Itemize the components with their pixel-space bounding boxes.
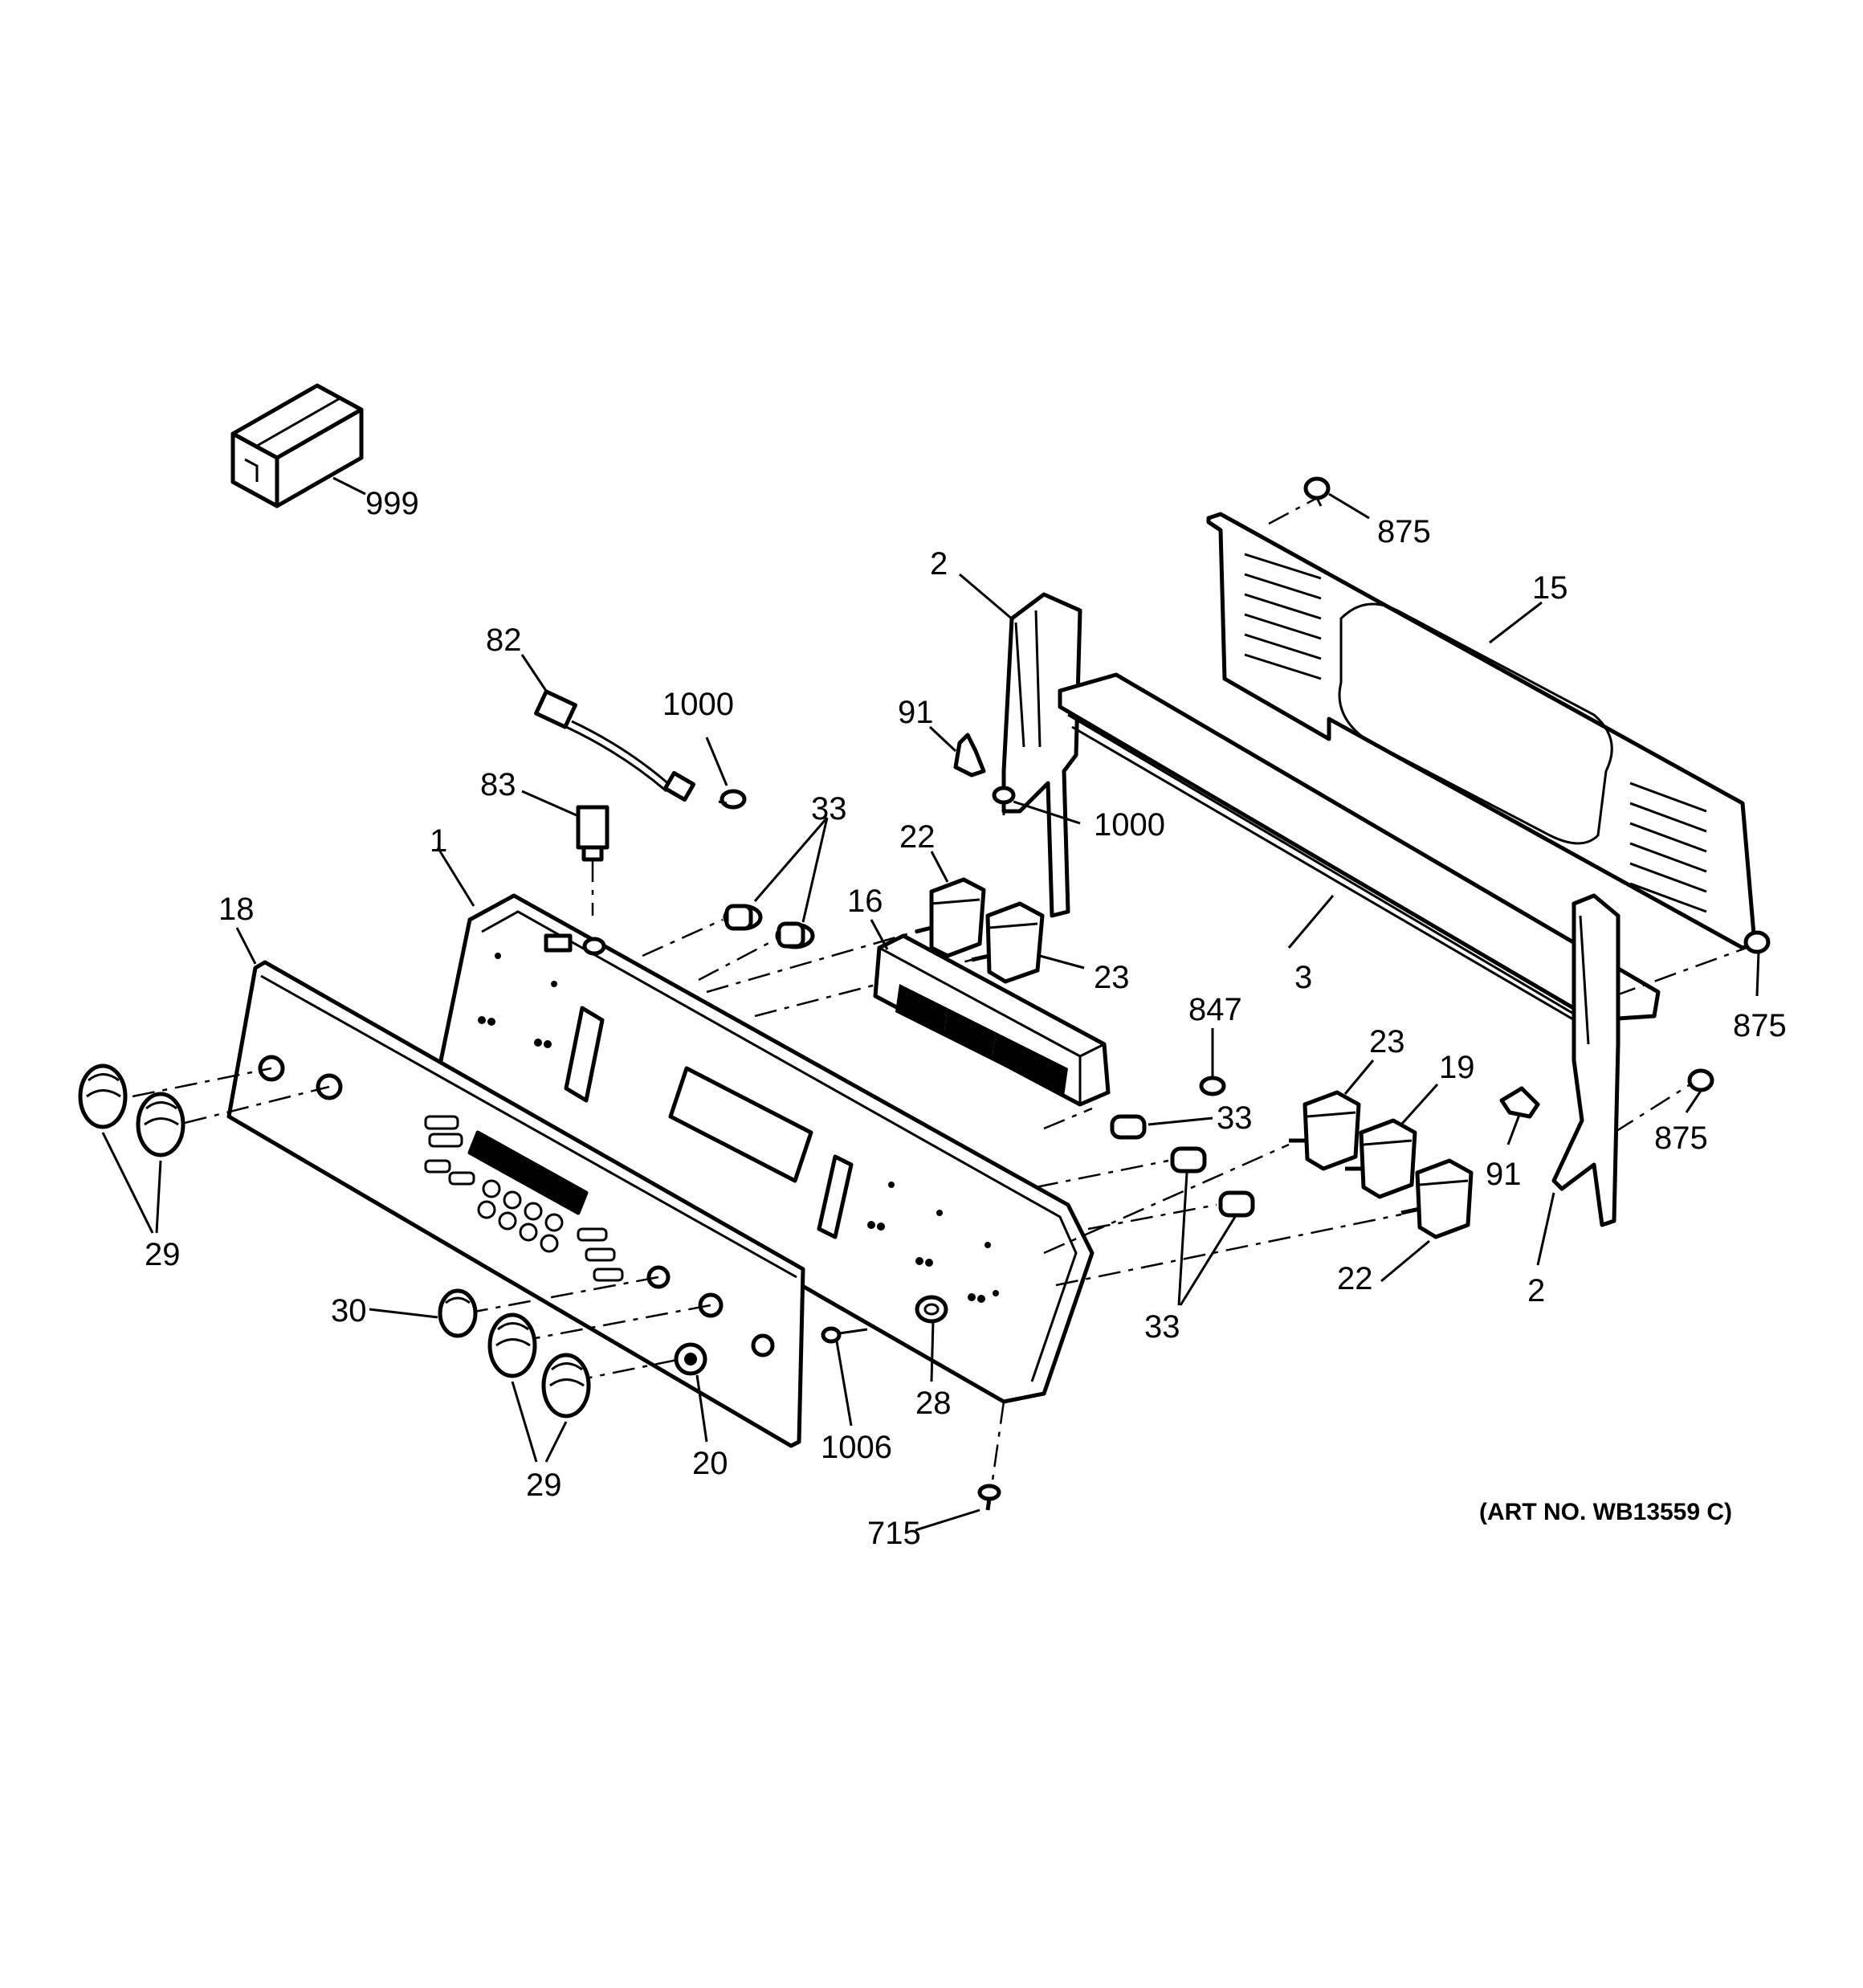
part-847-spacer <box>1199 1028 1226 1096</box>
part-82-harness <box>520 654 696 802</box>
callout-23-right: 23 <box>1369 1024 1405 1059</box>
callout-999: 999 <box>365 486 419 521</box>
callout-22-top: 22 <box>899 819 936 855</box>
part-19-switch <box>1345 1083 1439 1199</box>
part-2-bracket-left <box>959 573 1082 918</box>
callout-875-right: 875 <box>1733 1008 1787 1043</box>
art-number: (ART NO. WB13559 C) <box>1479 1499 1732 1525</box>
callout-22-right: 22 <box>1337 1261 1373 1296</box>
callout-847: 847 <box>1188 992 1242 1027</box>
callout-18: 18 <box>218 892 255 927</box>
part-1006-screw <box>821 1326 868 1427</box>
callout-30: 30 <box>331 1293 367 1329</box>
part-22-switch-right <box>1055 1158 1474 1287</box>
callout-15: 15 <box>1532 570 1568 606</box>
part-29-knobs-bottom <box>487 1312 591 1463</box>
part-30-knob <box>369 1288 478 1338</box>
callout-19: 19 <box>1439 1050 1475 1085</box>
part-33-couplers-top <box>642 817 829 982</box>
callout-875-lower: 875 <box>1654 1121 1708 1156</box>
part-91-clip-left <box>928 725 986 778</box>
callout-1006: 1006 <box>821 1430 892 1465</box>
part-999-carton <box>230 383 366 508</box>
callout-16: 16 <box>847 884 883 919</box>
part-875-screws <box>1303 476 1771 1134</box>
callout-29-bottom: 29 <box>526 1468 562 1503</box>
part-83-switch <box>521 790 609 916</box>
part-1000-screw-left <box>705 737 747 810</box>
part-1-backsplash <box>435 847 1095 1404</box>
part-18-faceplate <box>226 927 805 1448</box>
part-3-channel <box>1058 672 1661 1038</box>
part-22-switch-top <box>706 851 986 994</box>
part-28-grommet <box>915 1295 948 1382</box>
part-1000-screw-right <box>992 786 1081 825</box>
part-33-couplers-bottom <box>1035 1146 1255 1306</box>
callout-33-mid: 33 <box>1217 1100 1253 1136</box>
part-33-coupler-mid <box>1110 1114 1213 1140</box>
part-29-knobs-left <box>78 1063 185 1234</box>
part-715-screw <box>915 1401 1005 1532</box>
part-20-indicator <box>674 1342 708 1443</box>
part-91-clip-right <box>1499 1086 1540 1145</box>
callout-2-right: 2 <box>1527 1273 1545 1308</box>
callout-83: 83 <box>480 767 516 802</box>
callout-33-top: 33 <box>811 791 847 827</box>
part-2-bracket-right <box>1536 893 1620 1266</box>
callout-3: 3 <box>1294 960 1312 995</box>
callout-715: 715 <box>867 1516 921 1551</box>
part-23-switch-right <box>1043 1059 1375 1255</box>
callout-82: 82 <box>486 623 522 658</box>
callout-875-top: 875 <box>1377 514 1431 549</box>
part-16-control-board <box>870 919 1111 1130</box>
callout-2-left: 2 <box>930 546 948 582</box>
callout-1: 1 <box>430 823 447 859</box>
callout-91-left: 91 <box>898 695 934 730</box>
callout-1000-left: 1000 <box>662 687 734 722</box>
callout-1000-right: 1000 <box>1094 807 1165 843</box>
callout-91-right: 91 <box>1486 1157 1522 1192</box>
part-15-rear-panel <box>1206 496 1757 950</box>
callout-33-bottom: 33 <box>1144 1309 1180 1345</box>
callout-20: 20 <box>692 1446 728 1481</box>
callout-29-left: 29 <box>145 1237 181 1272</box>
callout-23-top: 23 <box>1094 960 1130 995</box>
callout-28: 28 <box>915 1386 952 1421</box>
